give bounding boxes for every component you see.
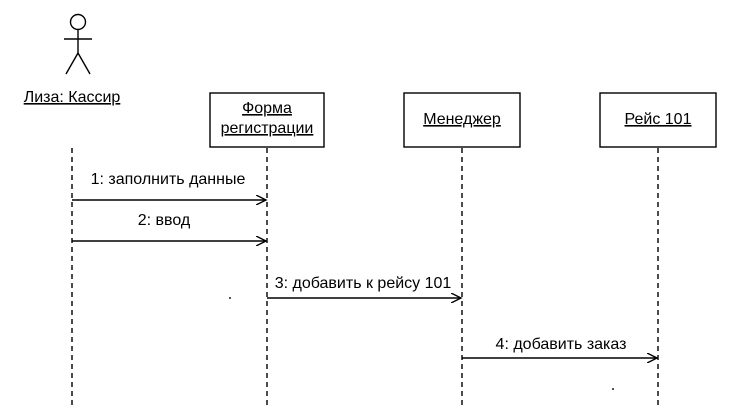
- message-3: 3: добавить к рейсу 101: [267, 275, 461, 298]
- scan-specks: [229, 297, 614, 390]
- message-label: 3: добавить к рейсу 101: [275, 275, 452, 292]
- object-box-manager: Менеджер: [403, 92, 521, 148]
- object-box-flight: Рейс 101: [599, 92, 717, 148]
- message-label: 1: заполнить данные: [91, 171, 246, 188]
- actor-stick-figure-icon: [64, 13, 92, 75]
- actor-label: Лиза: Кассир: [24, 89, 121, 106]
- object-box-registration-form: Форма регистрации: [209, 92, 325, 148]
- message-label: 2: ввод: [138, 212, 191, 229]
- message-label: 4: добавить заказ: [496, 336, 627, 353]
- object-label: Менеджер: [423, 111, 501, 128]
- object-label-line-2: регистрации: [221, 120, 314, 137]
- message-4: 4: добавить заказ: [462, 336, 657, 358]
- object-label-line-1: Форма: [242, 100, 292, 117]
- message-2: 2: ввод: [72, 212, 266, 241]
- message-1: 1: заполнить данные: [72, 171, 266, 200]
- object-label: Рейс 101: [625, 111, 692, 128]
